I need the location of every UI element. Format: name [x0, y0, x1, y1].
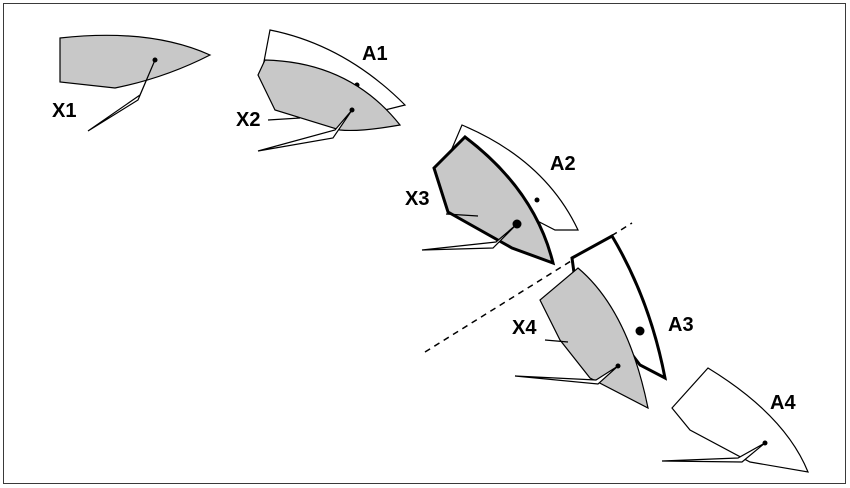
boat-x2-tiller [267, 117, 301, 121]
boat-x1-mast [152, 57, 158, 63]
boat-x3-tiller [445, 213, 479, 217]
boat-x1-hull [59, 34, 212, 89]
label-a4: A4 [770, 392, 796, 414]
boat-x1 [59, 34, 212, 132]
boat-a3-hull [570, 233, 668, 381]
boat-x4-mast [615, 363, 621, 369]
label-x1: X1 [52, 100, 76, 122]
label-a2: A2 [550, 153, 576, 175]
boat-a4 [661, 367, 809, 473]
label-x2: X2 [236, 109, 260, 131]
label-x4: X4 [512, 317, 537, 339]
boat-x4-sail [514, 365, 619, 385]
boat-x2-sail [257, 109, 353, 152]
boat-a1-hull [261, 29, 407, 111]
boat-x3-hull [432, 135, 556, 266]
boat-x4 [514, 267, 649, 410]
label-a1: A1 [362, 43, 388, 65]
label-x3: X3 [405, 188, 429, 210]
boat-x2 [257, 59, 402, 152]
boat-a2-mast [534, 197, 540, 203]
label-a3: A3 [668, 314, 694, 336]
boat-x1-sail [87, 59, 156, 132]
boat-x2-mast [349, 107, 355, 113]
boat-a4-sail [661, 442, 766, 463]
boat-a4-hull [671, 367, 809, 473]
boat-x3-mast [512, 219, 522, 229]
boat-x3-sail [421, 223, 518, 251]
boat-x2-hull [257, 59, 402, 132]
boat-a3-mast [635, 326, 645, 336]
boat-x4-tiller [544, 339, 569, 343]
boat-x3 [421, 135, 556, 266]
boat-a3 [570, 233, 668, 381]
boat-a4-mast [762, 440, 768, 446]
